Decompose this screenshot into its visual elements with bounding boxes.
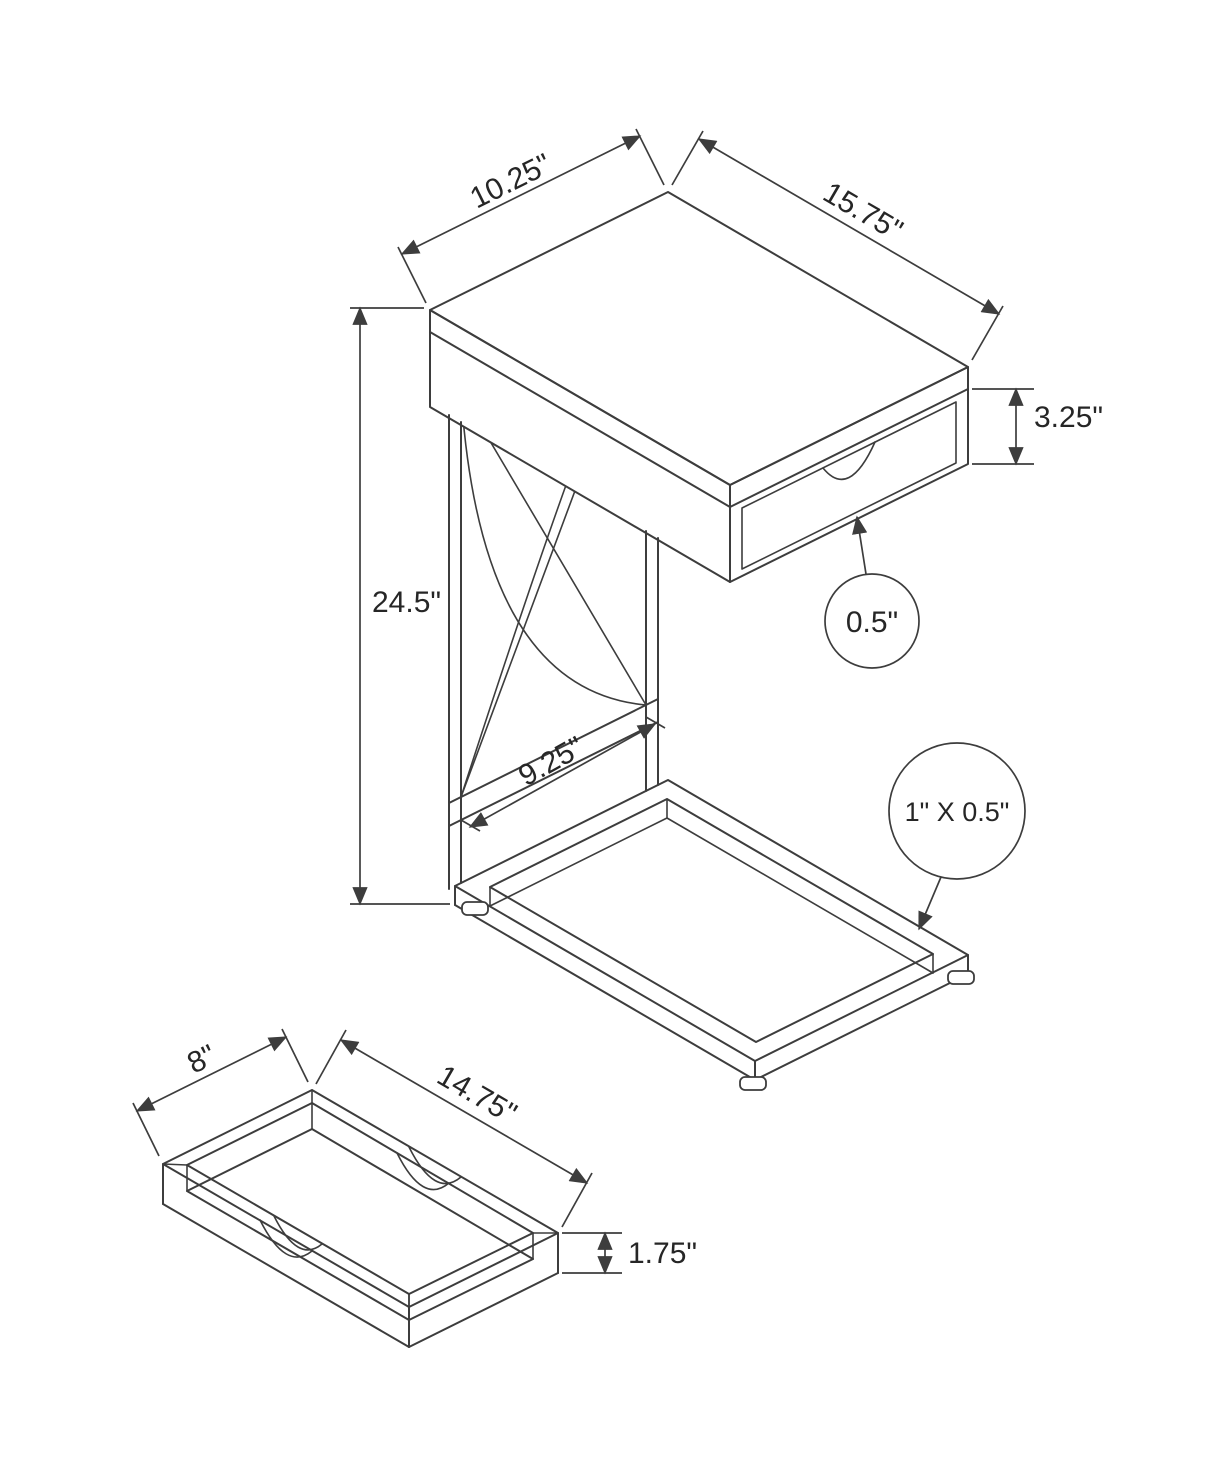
extension-line	[460, 819, 481, 832]
frame-posts	[448, 414, 659, 890]
tray-handle-notch-front-outer	[259, 1219, 313, 1258]
extension-line	[645, 716, 666, 729]
foot-front	[739, 1076, 767, 1091]
drawer-tray-view: 8" 14.75" 1.75"	[132, 1028, 697, 1348]
decor-diagonal-2	[460, 401, 647, 798]
drawer-front-panel	[741, 401, 957, 570]
callout-circle	[824, 573, 920, 669]
callout-frame-tube: 1" X 0.5"	[888, 742, 1026, 931]
dim-table-depth-label: 10.25"	[465, 148, 556, 216]
dimension-line	[697, 138, 1001, 315]
extension-line	[315, 1029, 347, 1085]
dim-table-height: 24.5"	[350, 306, 450, 906]
dim-tray-depth: 8"	[132, 1028, 309, 1157]
dim-tray-width: 14.75"	[315, 1029, 593, 1228]
leader-arrow	[852, 515, 868, 575]
foot-right	[947, 970, 975, 985]
dim-shelf-opening-label: 9.25"	[513, 731, 589, 793]
extension-line	[397, 246, 427, 304]
base-outer-top	[454, 779, 969, 1062]
extension-line	[635, 128, 665, 186]
foot-left	[461, 901, 489, 916]
leader-arrow	[918, 876, 942, 931]
decor-arc-1	[460, 401, 647, 706]
tabletop-left-face	[429, 309, 731, 583]
dim-tray-depth-label: 8"	[182, 1039, 221, 1081]
extension-line	[561, 1172, 593, 1228]
callout-drawer-gap: 0.5"	[824, 515, 920, 669]
dimension-line	[468, 723, 657, 828]
extension-line	[132, 1102, 160, 1157]
dim-drawer-front-height: 3.25"	[972, 387, 1103, 466]
dimension-line	[339, 1039, 589, 1184]
tray-handle-notch-front-inner	[273, 1215, 323, 1251]
callout-circle	[888, 742, 1026, 880]
dim-tray-height-label: 1.75"	[628, 1237, 697, 1270]
dim-table-width-label: 15.75"	[817, 176, 908, 248]
top-slab-edge-left	[429, 331, 731, 508]
dimension-line	[400, 135, 642, 255]
callout-frame-tube-label: 1" X 0.5"	[905, 797, 1010, 827]
dim-table-depth: 10.25"	[397, 128, 665, 304]
base-frame	[454, 779, 975, 1091]
tray-inner-rim	[186, 1102, 534, 1295]
callout-drawer-gap-label: 0.5"	[846, 606, 898, 639]
drawer-handle-notch	[822, 441, 876, 480]
dim-tray-height: 1.75"	[562, 1231, 697, 1275]
rim-corner-left	[162, 1163, 188, 1166]
tray-floor	[186, 1128, 534, 1321]
top-slab-edge-right	[729, 388, 969, 508]
tray-bottom-edge-left	[162, 1203, 410, 1348]
table-view: 10.25" 15.75" 3.25" 24.5" 9.	[350, 128, 1103, 1091]
tray-body	[162, 1089, 559, 1348]
tabletop-right-face	[729, 366, 969, 583]
dim-table-width: 15.75"	[671, 130, 1004, 361]
dim-drawer-front-height-label: 3.25"	[1034, 401, 1103, 434]
side-panel-decor	[460, 401, 647, 798]
dimension-line	[135, 1036, 288, 1112]
extension-line	[971, 305, 1004, 361]
dim-table-height-label: 24.5"	[372, 586, 441, 619]
tray-bottom-edge-right	[408, 1272, 559, 1348]
tabletop-box	[429, 191, 969, 583]
extension-line	[671, 130, 704, 186]
